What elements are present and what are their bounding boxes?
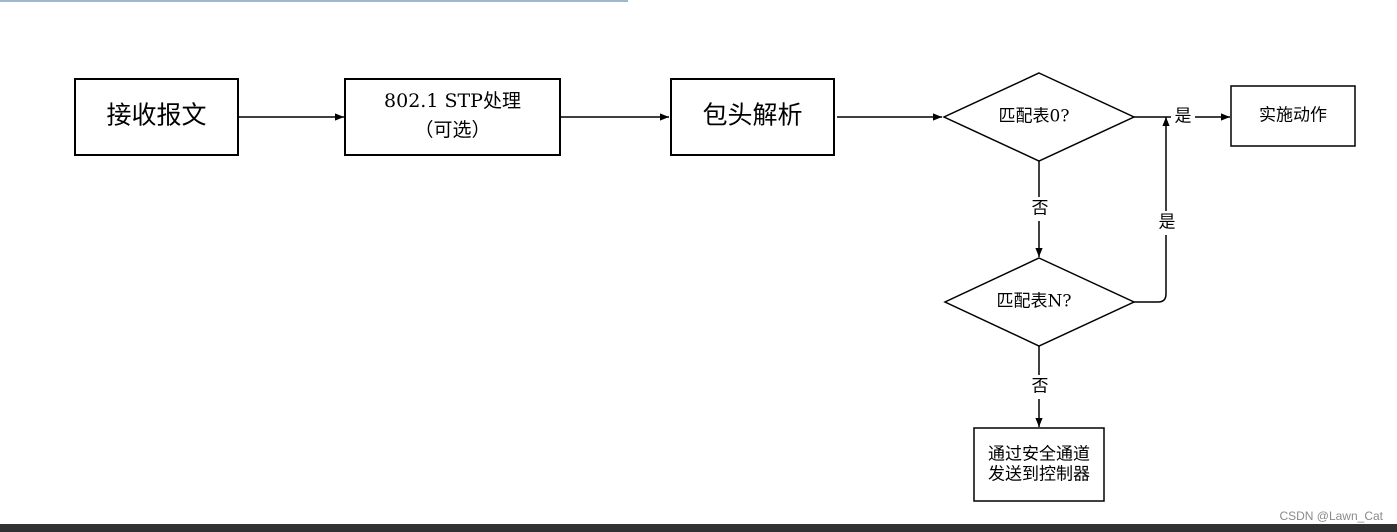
node-match0: 匹配表0? [942, 72, 1136, 162]
bottom-bar [0, 524, 1397, 532]
node-matchN-label: 匹配表N? [997, 292, 1072, 312]
edge-label-matchN-yes: 是 [1155, 211, 1179, 235]
svg-text:是: 是 [1159, 213, 1176, 233]
node-action-label: 实施动作 [1259, 106, 1327, 126]
node-send-label-line2: 发送到控制器 [988, 465, 1090, 485]
node-send-to-controller: 通过安全通道 发送到控制器 [973, 427, 1105, 502]
svg-text:否: 否 [1032, 377, 1049, 397]
node-stp: 802.1 STP处理 （可选） [344, 78, 561, 156]
svg-text:否: 否 [1032, 199, 1049, 219]
node-parse-label: 包头解析 [702, 101, 802, 130]
node-stp-label-line2: （可选） [414, 119, 490, 141]
top-accent-line [0, 0, 628, 2]
edge-label-matchN-no: 否 [1028, 375, 1052, 399]
node-action: 实施动作 [1230, 85, 1356, 147]
node-match0-label: 匹配表0? [999, 107, 1070, 127]
node-send-label-line1: 通过安全通道 [988, 445, 1090, 465]
edge-label-match0-no: 否 [1028, 197, 1052, 221]
node-receive-label: 接收报文 [106, 101, 206, 130]
node-matchN: 匹配表N? [943, 257, 1136, 347]
watermark: CSDN @Lawn_Cat [1279, 509, 1383, 523]
edge-label-match0-yes: 是 [1171, 105, 1195, 127]
node-parse: 包头解析 [670, 78, 835, 156]
edge-matchN-to-action [1134, 117, 1170, 303]
svg-text:是: 是 [1175, 107, 1192, 127]
node-receive: 接收报文 [74, 78, 239, 156]
node-stp-label-line1: 802.1 STP处理 [384, 90, 521, 112]
